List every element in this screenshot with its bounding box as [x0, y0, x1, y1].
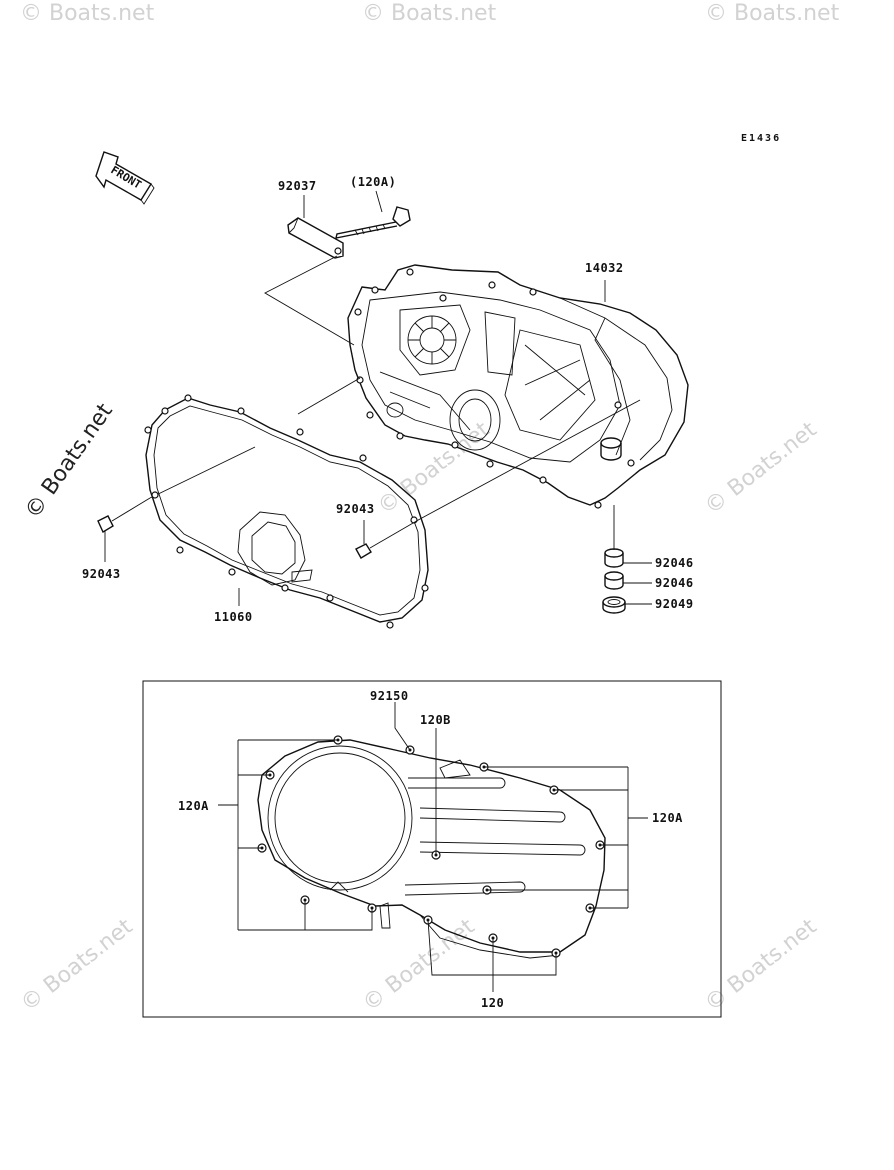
watermark-side-dark: © Boats.net — [20, 399, 118, 524]
label-120-bottom: 120 — [481, 996, 504, 1010]
label-92046-b: 92046 — [655, 576, 694, 590]
watermark-mid-right: © Boats.net — [700, 417, 821, 520]
label-11060: 11060 — [214, 610, 253, 624]
watermark-top-right: © Boats.net — [705, 1, 840, 26]
front-arrow-label: FRONT — [108, 163, 143, 191]
label-92043-center: 92043 — [336, 502, 375, 516]
label-120a-left: 120A — [178, 799, 209, 813]
label-120a-top: (120A) — [350, 175, 396, 189]
label-92046-a: 92046 — [655, 556, 694, 570]
label-14032: 14032 — [585, 261, 624, 275]
label-92043-left: 92043 — [82, 567, 121, 581]
watermark-top-center: © Boats.net — [362, 1, 497, 26]
watermark-mid-center: © Boats.net — [373, 417, 494, 520]
oil-seal-92049 — [602, 596, 626, 614]
label-92037: 92037 — [278, 179, 317, 193]
watermark-bottom-center: © Boats.net — [358, 914, 479, 1017]
bushing-92046-a — [604, 548, 624, 568]
gasket-11060 — [144, 394, 429, 629]
diagram-code: E1436 — [741, 133, 781, 144]
label-92049: 92049 — [655, 597, 694, 611]
clutch-cover-14032 — [347, 264, 689, 509]
bolt-120a — [335, 206, 411, 239]
bracket-92037 — [287, 217, 344, 259]
label-92150: 92150 — [370, 689, 409, 703]
front-arrow-icon: FRONT — [95, 151, 155, 205]
bolt-pattern-inset: 92150 120B 120A 120A 120 — [142, 680, 722, 1018]
label-120a-right: 120A — [652, 811, 683, 825]
watermark-bottom-left: © Boats.net — [16, 914, 137, 1017]
dowel-pin-92043-left — [97, 497, 151, 534]
watermarks: © Boats.net © Boats.net © Boats.net © Bo… — [16, 1, 839, 1017]
label-120b: 120B — [420, 713, 451, 727]
watermark-bottom-right: © Boats.net — [700, 914, 821, 1017]
watermark-top-left: © Boats.net — [20, 1, 155, 26]
dowel-pin-92043-center — [355, 518, 421, 559]
bushing-92046-b — [604, 571, 624, 590]
